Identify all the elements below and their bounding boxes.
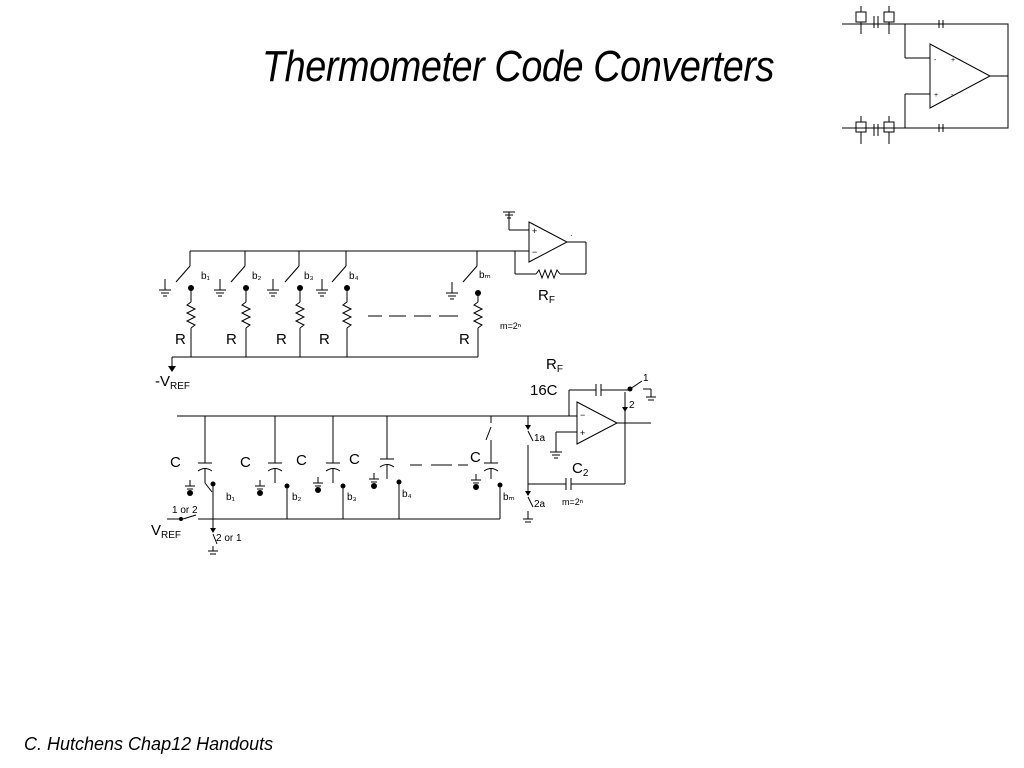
res-switch-label-2: b₂	[252, 271, 262, 282]
svg-text:−: −	[532, 247, 537, 257]
cap-switch-label-2: b₂	[292, 492, 302, 503]
res-switch-label-3: b₃	[304, 271, 314, 282]
c2-label: C2	[572, 460, 589, 479]
res-m-note: m=2ⁿ	[500, 321, 521, 331]
cap-switch-label-4: b₄	[402, 489, 412, 500]
opamp-1	[528, 221, 569, 263]
footer-credit: C. Hutchens Chap12 Handouts	[24, 734, 274, 754]
svg-text:−: −	[580, 410, 585, 420]
switch-2or1-label: 2 or 1	[216, 533, 242, 544]
cap-switch-label-m: bₘ	[503, 492, 515, 503]
cap-label-4: C	[349, 451, 360, 468]
resistive-thermometer-dac: + − ·	[155, 211, 587, 392]
cap-16c-label: 16C	[530, 382, 558, 399]
cap-label-m: C	[470, 449, 481, 466]
cap-switch-label-3: b₃	[347, 492, 357, 503]
res-switch-label-4: b₄	[349, 271, 359, 282]
vref-label: VREF	[151, 522, 181, 541]
switch-1-label: 1	[643, 373, 649, 384]
switch-2a-label: 2a	[534, 499, 546, 510]
cap-label-1: C	[170, 454, 181, 471]
switch-1or2-label: 1 or 2	[172, 505, 198, 516]
svg-text:-: -	[951, 92, 954, 99]
cap-label-2: C	[240, 454, 251, 471]
resistor-label-2: R	[226, 331, 237, 348]
switch-1a-label: 1a	[534, 433, 546, 444]
cap-switch-label-1: b₁	[226, 492, 236, 503]
resistor-label-1: R	[175, 331, 186, 348]
neg-vref-label: -VREF	[155, 373, 190, 392]
cap-label-3: C	[296, 452, 307, 469]
svg-text:+: +	[580, 428, 585, 438]
resistor-label-3: R	[276, 331, 287, 348]
resistor-label-4: R	[319, 331, 330, 348]
opamp-2	[576, 401, 619, 445]
rf-label-2: RF	[546, 356, 563, 375]
svg-text:+: +	[532, 226, 537, 236]
page-title: Thermometer Code Converters	[261, 42, 775, 91]
capacitive-thermometer-dac: − +	[151, 356, 656, 555]
switch-2-label: 2	[629, 400, 635, 411]
res-switch-label-m: bₘ	[479, 270, 491, 281]
opamp-logo: - + + -	[842, 6, 1010, 144]
rf-label-1: RF	[538, 287, 555, 306]
svg-text:+: +	[951, 57, 955, 64]
res-switch-label-1: b₁	[201, 271, 211, 282]
svg-text:·: ·	[570, 231, 573, 240]
svg-text:+: +	[934, 92, 938, 99]
svg-text:-: -	[934, 57, 937, 64]
cap-m-note: m=2ⁿ	[562, 497, 583, 507]
resistor-label-m: R	[459, 331, 470, 348]
